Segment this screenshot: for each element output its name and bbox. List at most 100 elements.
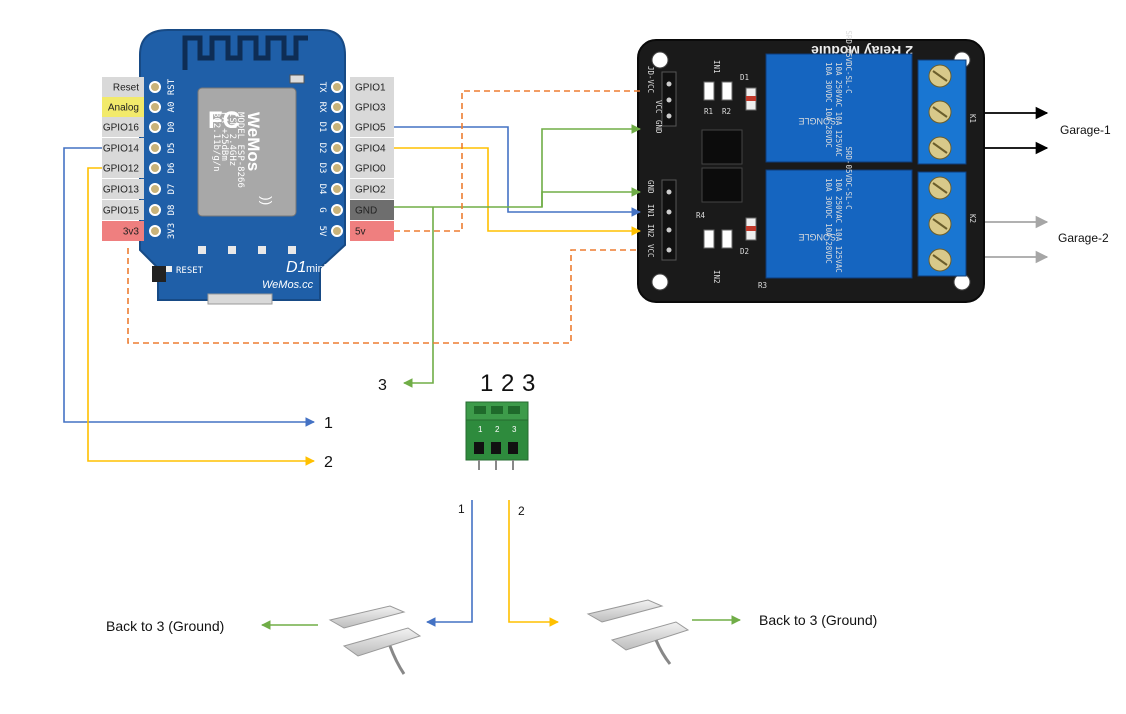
left-pin-box bbox=[102, 200, 144, 220]
relay-k2-brand: SONGLE bbox=[798, 232, 836, 242]
reed-sensor-switch bbox=[342, 627, 422, 657]
header1-pin-jdvcc: JD-VCC bbox=[646, 66, 655, 93]
resistor-r2 bbox=[721, 81, 733, 101]
relay-k1-model: SRD-05VDC-SL-C bbox=[844, 30, 853, 93]
wire-gpio4-to-in2 bbox=[394, 147, 641, 236]
left-pin-label: Analog bbox=[108, 103, 139, 114]
right-pin-label: GPIO2 bbox=[355, 185, 386, 196]
label-k1: K1 bbox=[968, 114, 977, 123]
left-pin-silk: 3V3 bbox=[167, 223, 177, 239]
mount-hole bbox=[651, 273, 669, 291]
terminal-number-3: 3 bbox=[522, 370, 535, 397]
wire-gnd-to-header1 bbox=[541, 124, 641, 207]
label-d1: D1 bbox=[740, 73, 749, 82]
screw-slot bbox=[932, 254, 948, 266]
relay-k2-rating-2: 10A 30VDC 10A 28VDC bbox=[824, 178, 833, 264]
under-label-1: 1 bbox=[458, 502, 465, 516]
left-pin-silk: D5 bbox=[167, 143, 177, 154]
right-pin-label: GPIO4 bbox=[355, 144, 386, 155]
header-pin bbox=[666, 97, 672, 103]
terminal-hole bbox=[474, 442, 484, 454]
wire-5v-to-jdvcc bbox=[394, 90, 640, 232]
screw-slot bbox=[932, 182, 948, 194]
wire-terminal-2-to-sensor bbox=[508, 500, 559, 627]
right-pin-silk: D1 bbox=[317, 122, 327, 133]
model-line-4: 802.11b/g/n bbox=[211, 112, 221, 172]
right-pin-hole bbox=[331, 81, 343, 93]
terminal-screw bbox=[474, 406, 486, 414]
left-pin-silk: D8 bbox=[167, 205, 177, 216]
right-pin-box bbox=[350, 138, 394, 158]
d1-mini-board: FC WeMos MODEL ESP-8266 ISM 2.4GHz PA +2… bbox=[102, 29, 394, 305]
left-pin-hole bbox=[149, 81, 161, 93]
label-r3: R3 bbox=[758, 281, 767, 290]
header-pin bbox=[666, 113, 672, 119]
reed-sensor-cable bbox=[654, 639, 672, 665]
right-pin-hole bbox=[331, 101, 343, 113]
terminal-block: 1 2 3 1 2 3 bbox=[465, 370, 535, 470]
left-pin-hole bbox=[149, 183, 161, 195]
right-pin-box bbox=[350, 179, 394, 199]
left-pin-box bbox=[102, 138, 144, 158]
led-d2-band bbox=[746, 226, 756, 231]
terminal-screw bbox=[508, 406, 520, 414]
model-line-2: ISM 2.4GHz bbox=[227, 112, 237, 166]
terminal-mark-2: 2 bbox=[495, 425, 500, 434]
left-pin-hole bbox=[149, 121, 161, 133]
reset-dot bbox=[166, 266, 172, 272]
left-pin-silk: D7 bbox=[167, 184, 177, 195]
model-line-1: MODEL ESP-8266 bbox=[235, 112, 245, 188]
wemos-brand: WeMos bbox=[244, 112, 263, 171]
left-pin-label: GPIO14 bbox=[103, 144, 140, 155]
left-pin-silk: D6 bbox=[167, 163, 177, 174]
wire-3v3-to-vcc bbox=[127, 248, 640, 344]
reed-sensor-cable bbox=[388, 645, 406, 675]
right-pin-box bbox=[350, 77, 394, 97]
relay-k1-body bbox=[765, 53, 913, 163]
left-pin-box bbox=[102, 77, 144, 97]
label-k2: K2 bbox=[968, 214, 977, 223]
right-pin-hole bbox=[331, 204, 343, 216]
relay-k2-body bbox=[765, 169, 913, 279]
under-label-2: 2 bbox=[518, 504, 525, 518]
right-pin-box bbox=[350, 117, 394, 137]
left-pin-box bbox=[102, 117, 144, 137]
label-d2: D2 bbox=[740, 247, 749, 256]
left-pin-label: GPIO16 bbox=[103, 123, 140, 134]
relay-k2-model: SRD-05VDC-SL-C bbox=[844, 146, 853, 209]
right-pin-silk: D4 bbox=[317, 184, 327, 195]
left-pin-box bbox=[102, 97, 144, 117]
label-garage-2: Garage-2 bbox=[1058, 231, 1109, 245]
pad bbox=[258, 246, 266, 254]
right-pin-box bbox=[350, 200, 394, 220]
terminal-hole bbox=[508, 442, 518, 454]
input-header bbox=[661, 179, 677, 261]
wire-gpio14-to-1 bbox=[63, 147, 315, 427]
relay-k1-rating-1: 10A 250VAC 10A 125VAC bbox=[834, 62, 843, 157]
right-sensor-label: Back to 3 (Ground) bbox=[759, 612, 877, 628]
right-pin-silk: D2 bbox=[317, 143, 327, 154]
header2-pin-vcc: VCC bbox=[646, 244, 655, 258]
label-garage-1: Garage-1 bbox=[1060, 123, 1111, 137]
led bbox=[289, 74, 305, 84]
right-pin-silk: RX bbox=[317, 102, 327, 113]
optocoupler-2 bbox=[701, 167, 743, 203]
label-r2: R2 bbox=[722, 107, 731, 116]
right-pin-hole bbox=[331, 121, 343, 133]
wire-terminal-1-to-sensor bbox=[426, 500, 473, 627]
reed-sensor-left bbox=[328, 605, 422, 675]
left-pin-silk: A0 bbox=[167, 102, 177, 113]
right-pin-label: GPIO5 bbox=[355, 123, 386, 134]
right-pin-hole bbox=[331, 183, 343, 195]
left-pin-silk: D0 bbox=[167, 122, 177, 133]
screw-slot bbox=[932, 70, 948, 82]
left-pin-box bbox=[102, 179, 144, 199]
right-pin-label: GPIO0 bbox=[355, 164, 386, 175]
right-pin-silk: D3 bbox=[317, 163, 327, 174]
relay-k2-rating-1: 10A 250VAC 10A 125VAC bbox=[834, 178, 843, 273]
wire-gnd-to-terminal-3 bbox=[403, 207, 434, 388]
reset-button bbox=[152, 266, 166, 282]
wifi-glyph: )) bbox=[259, 196, 275, 205]
right-pin-box bbox=[350, 158, 394, 178]
